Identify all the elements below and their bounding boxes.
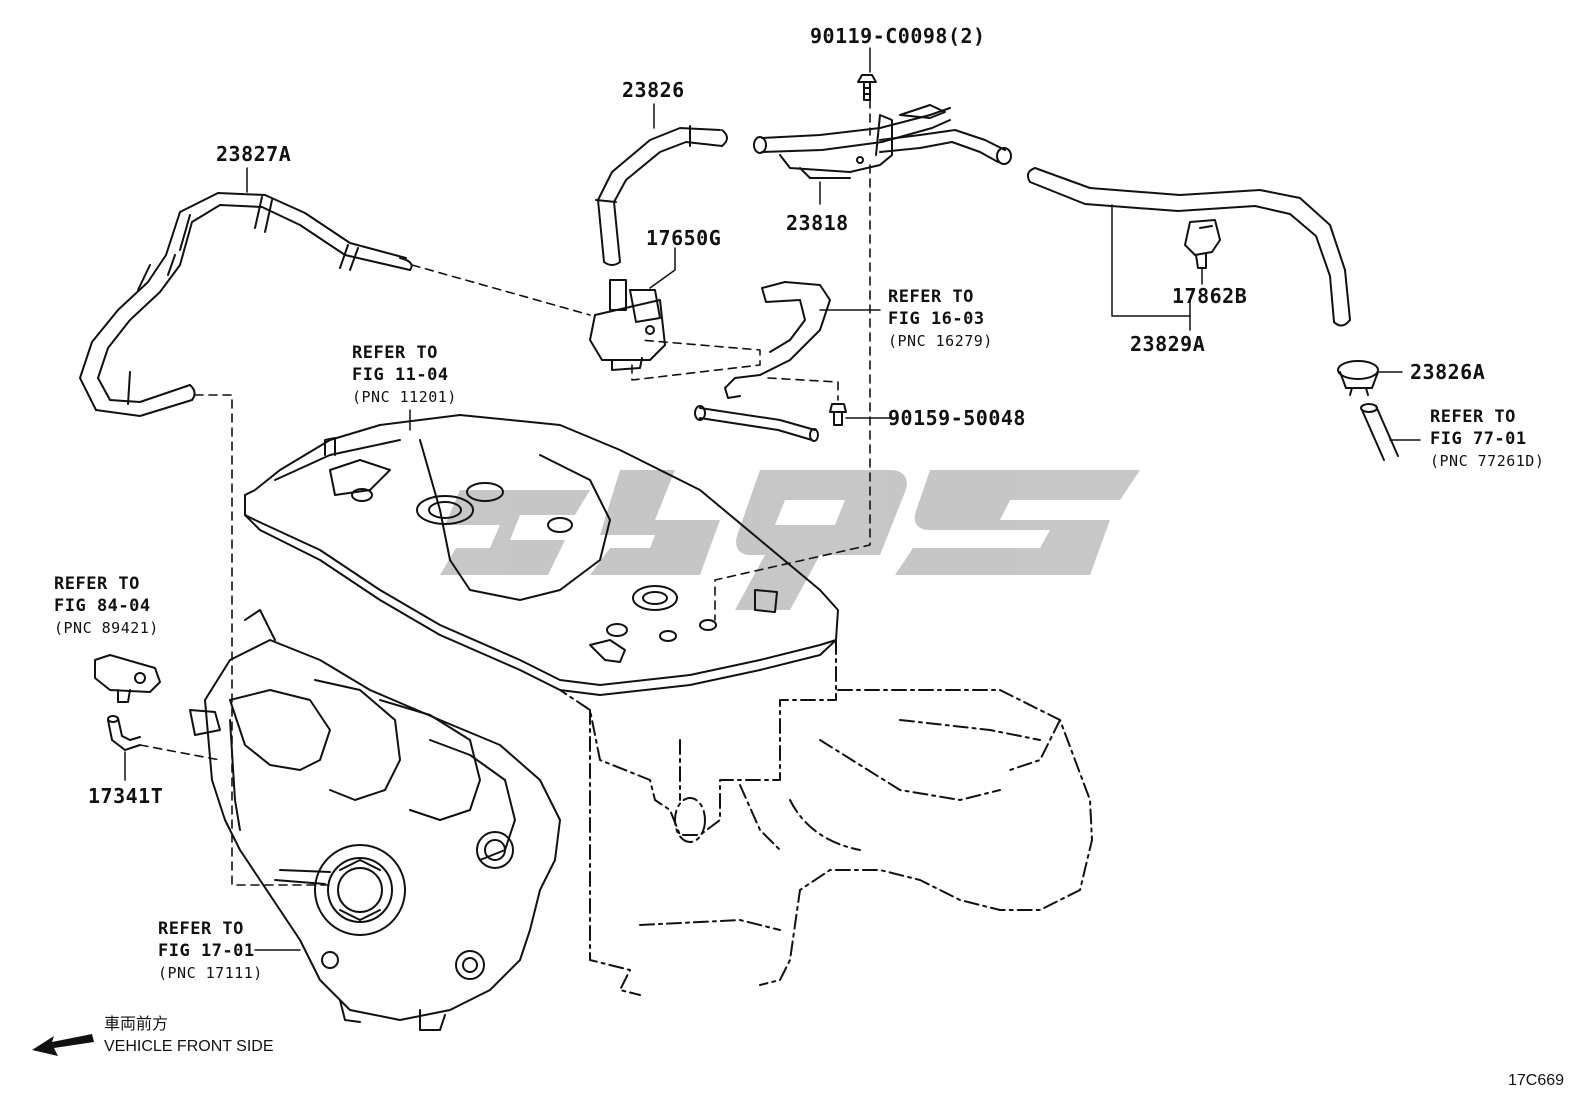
refer-label: REFER TO xyxy=(54,574,140,594)
hose-23827a xyxy=(79,192,413,417)
hose-17341t xyxy=(107,715,141,751)
arrow-left-icon xyxy=(32,1034,94,1056)
connection-dashes xyxy=(139,99,871,886)
refer-pnc: (PNC 89421) xyxy=(54,619,159,637)
bracket-fig16 xyxy=(694,281,831,442)
refer-fig-77-01[interactable]: REFER TO FIG 77-01 (PNC 77261D) xyxy=(1430,406,1544,472)
figure-id: 17C669 xyxy=(1508,1072,1565,1089)
part-label-17862b: 17862B xyxy=(1172,284,1248,308)
part-label-90159-50048: 90159-50048 xyxy=(888,406,1026,430)
refer-fig-number: FIG 84-04 xyxy=(54,596,151,616)
part-label-17650g: 17650G xyxy=(646,226,722,250)
refer-fig-number: FIG 77-01 xyxy=(1430,429,1527,449)
part-label-23826a: 23826A xyxy=(1410,360,1486,384)
refer-fig-number: FIG 17-01 xyxy=(158,941,255,961)
bolt-90119 xyxy=(857,74,877,101)
refer-label: REFER TO xyxy=(888,287,974,307)
sensor-fig84 xyxy=(94,654,161,703)
refer-fig-16-03[interactable]: REFER TO FIG 16-03 (PNC 16279) xyxy=(888,286,993,352)
part-label-23826: 23826 xyxy=(622,78,685,102)
refer-label: REFER TO xyxy=(1430,407,1516,427)
hose-23826 xyxy=(595,125,728,266)
leader-lines xyxy=(124,47,1421,951)
refer-pnc: (PNC 77261D) xyxy=(1430,452,1545,470)
refer-label: REFER TO xyxy=(352,343,438,363)
refer-pnc: (PNC 16279) xyxy=(888,332,993,350)
intake-manifold-fig17 xyxy=(189,609,561,1031)
refer-pnc: (PNC 17111) xyxy=(158,964,263,982)
vsv-17650g xyxy=(589,279,666,371)
pipe-23818 xyxy=(753,104,1012,179)
refer-fig-11-04[interactable]: REFER TO FIG 11-04 (PNC 11201) xyxy=(352,342,457,408)
engine-block-outline xyxy=(559,639,1093,996)
part-label-90119-c0098: 90119-C0098(2) xyxy=(810,24,986,48)
hose-fig77 xyxy=(1360,403,1399,461)
part-label-23829a: 23829A xyxy=(1130,332,1206,356)
refer-label: REFER TO xyxy=(158,919,244,939)
refer-pnc: (PNC 11201) xyxy=(352,388,457,406)
clamp-17862b xyxy=(1184,219,1221,269)
part-label-17341t: 17341T xyxy=(88,784,164,808)
refer-fig-17-01[interactable]: REFER TO FIG 17-01 (PNC 17111) xyxy=(158,918,263,984)
refer-fig-number: FIG 11-04 xyxy=(352,365,449,385)
front-side-label-jp: 車両前方 xyxy=(104,1016,169,1033)
refer-fig-84-04[interactable]: REFER TO FIG 84-04 (PNC 89421) xyxy=(54,573,159,639)
front-side-label-en: VEHICLE FRONT SIDE xyxy=(104,1038,274,1055)
head-cover-fig11 xyxy=(244,414,839,696)
front-side-legend: 車両前方 VEHICLE FRONT SIDE xyxy=(104,1014,274,1058)
refer-fig-number: FIG 16-03 xyxy=(888,309,985,329)
part-label-23827a: 23827A xyxy=(216,142,292,166)
part-label-23818: 23818 xyxy=(786,211,849,235)
watermark-logo xyxy=(440,470,1140,610)
hose-23829a xyxy=(1026,167,1351,327)
bolt-90159 xyxy=(829,403,847,426)
clip-23826a xyxy=(1337,360,1379,396)
